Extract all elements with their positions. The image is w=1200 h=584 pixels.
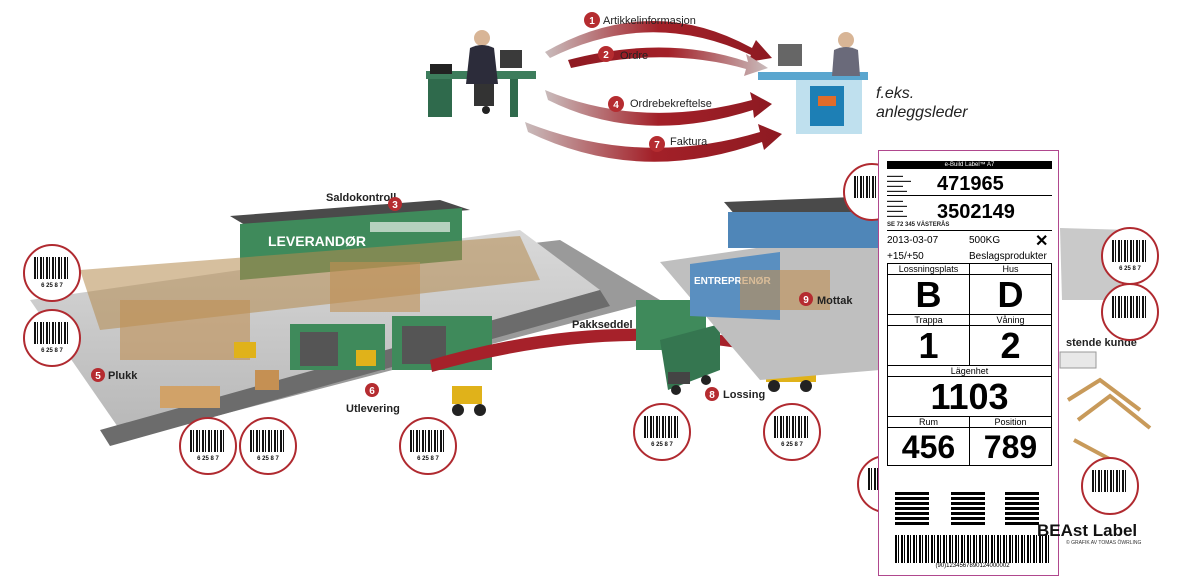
svg-text:8: 8 bbox=[709, 390, 715, 401]
field-lossningsplats: Lossningsplats B bbox=[887, 263, 970, 315]
flow-step-4: 4 Ordrebekreftelse bbox=[608, 96, 712, 112]
barcode-badge: 6 25 8 7 bbox=[1101, 227, 1159, 285]
svg-text:Mottak: Mottak bbox=[817, 295, 853, 307]
svg-text:4: 4 bbox=[613, 100, 619, 111]
barcode-badge: 6 25 8 7 bbox=[23, 244, 81, 302]
label-order-number: 471965 bbox=[937, 173, 1004, 195]
field-vaning: Våning 2 bbox=[969, 314, 1052, 366]
barcode-badge bbox=[1081, 457, 1139, 515]
svg-text:Lossing: Lossing bbox=[723, 389, 765, 401]
svg-text:6: 6 bbox=[369, 386, 375, 397]
svg-text:6 25 8 7: 6 25 8 7 bbox=[41, 283, 63, 289]
supplier-sign: LEVERANDØR bbox=[268, 233, 366, 249]
svg-text:2: 2 bbox=[603, 50, 609, 61]
pakkseddel-label: Pakkseddel bbox=[572, 319, 633, 331]
barcode-badge: 6 25 8 7 bbox=[239, 417, 297, 475]
svg-text:6 25 8 7: 6 25 8 7 bbox=[197, 456, 219, 462]
mottak-step: 9 Mottak bbox=[799, 292, 853, 307]
field-position: Position 789 bbox=[969, 416, 1052, 466]
label-small-print-2: ▬▬▬▬▬▬▬▬▬▬▬▬▬▬▬▬▬▬ bbox=[887, 198, 907, 218]
shipping-label: e-Build Label™ A7 ▬▬▬▬▬▬▬▬▬▬▬▬▬▬▬▬▬▬▬ 47… bbox=[878, 150, 1059, 576]
contractor-sign: ENTREPRENØR bbox=[694, 276, 771, 287]
svg-text:6 25 8 7: 6 25 8 7 bbox=[1119, 266, 1141, 272]
svg-text:6 25 8 7: 6 25 8 7 bbox=[651, 442, 673, 448]
beast-label-brand: BEAst Label bbox=[1037, 521, 1138, 540]
credit-text: © GRAFIK AV TOMAS ÖWRLING bbox=[1066, 540, 1142, 546]
svg-text:1: 1 bbox=[589, 16, 595, 27]
svg-text:Ordrebekreftelse: Ordrebekreftelse bbox=[630, 98, 712, 110]
label-small-print: ▬▬▬▬▬▬▬▬▬▬▬▬▬▬▬▬▬▬▬ bbox=[887, 173, 911, 193]
office-recipient bbox=[758, 32, 868, 134]
field-rum: Rum 456 bbox=[887, 416, 970, 466]
qr-code-2 bbox=[951, 491, 985, 525]
svg-text:9: 9 bbox=[803, 295, 809, 306]
flow-arrow-7 bbox=[525, 122, 782, 162]
lossing-step: 8 Lossing bbox=[705, 387, 765, 401]
svg-text:Saldokontroll: Saldokontroll bbox=[326, 192, 396, 204]
svg-text:6 25 8 7: 6 25 8 7 bbox=[781, 442, 803, 448]
label-weight: 500KG bbox=[969, 235, 1001, 246]
flow-step-1: 1 Artikkelinformasjon bbox=[584, 12, 696, 28]
label-barcode-text: (90)1234567890124000002 bbox=[935, 563, 1010, 569]
barcode-badge: 6 25 8 7 bbox=[763, 403, 821, 461]
label-temperature: +15/+50 bbox=[887, 251, 924, 262]
plukk-step: 5 Plukk bbox=[91, 368, 138, 382]
barcode-badge: 6 25 8 7 bbox=[179, 417, 237, 475]
contractor-warehouse: ENTREPRENØR bbox=[660, 196, 880, 380]
svg-text:5: 5 bbox=[95, 371, 101, 382]
svg-text:6 25 8 7: 6 25 8 7 bbox=[257, 456, 279, 462]
svg-text:Utlevering: Utlevering bbox=[346, 403, 400, 415]
flow-step-2: 2 Ordre bbox=[598, 46, 648, 62]
field-trappa: Trappa 1 bbox=[887, 314, 970, 366]
wheel-loader-left bbox=[452, 386, 486, 416]
svg-text:6 25 8 7: 6 25 8 7 bbox=[417, 456, 439, 462]
recipient-note: f.eks. anleggsleder bbox=[876, 85, 968, 121]
svg-text:Plukk: Plukk bbox=[108, 370, 138, 382]
svg-text:Artikkelinformasjon: Artikkelinformasjon bbox=[603, 15, 696, 27]
utlevering-step: 6 Utlevering bbox=[346, 383, 400, 415]
saldokontroll-step: Saldokontroll 3 bbox=[326, 192, 402, 211]
svg-text:6 25 8 7: 6 25 8 7 bbox=[41, 348, 63, 354]
qr-code-3 bbox=[1005, 491, 1039, 525]
barcode-badge: 6 25 8 7 bbox=[23, 309, 81, 367]
kunde-label: stende kunde bbox=[1066, 337, 1137, 349]
office-sender bbox=[426, 30, 536, 117]
svg-text:3: 3 bbox=[392, 200, 398, 211]
label-article-number: 3502149 bbox=[937, 201, 1015, 223]
svg-text:Ordre: Ordre bbox=[620, 50, 648, 62]
flow-arrow-2 bbox=[568, 47, 768, 76]
fragile-icon: ✕ bbox=[1035, 233, 1049, 250]
label-product: Beslagsprodukter bbox=[969, 251, 1047, 262]
flow-arrow-1 bbox=[545, 20, 772, 63]
label-barcode bbox=[895, 535, 1050, 563]
label-date: 2013-03-07 bbox=[887, 235, 939, 246]
field-lagenhet: Lägenhet 1103 bbox=[887, 365, 1052, 417]
flow-step-7: 7 Faktura bbox=[649, 136, 708, 152]
flow-arrow-4 bbox=[545, 90, 772, 126]
barcode-badge bbox=[1101, 283, 1159, 341]
label-address: SE 72 345 VÄSTERÅS bbox=[887, 222, 950, 228]
svg-text:7: 7 bbox=[654, 140, 660, 151]
construction-site: stende kunde bbox=[1059, 228, 1152, 472]
label-header: e-Build Label™ A7 bbox=[887, 161, 1052, 169]
svg-text:Faktura: Faktura bbox=[670, 136, 708, 148]
field-hus: Hus D bbox=[969, 263, 1052, 315]
qr-code-1 bbox=[895, 491, 929, 525]
supplier-warehouse: LEVERANDØR bbox=[30, 200, 660, 446]
barcode-badge: 6 25 8 7 bbox=[399, 417, 457, 475]
barcode-badge: 6 25 8 7 bbox=[633, 403, 691, 461]
